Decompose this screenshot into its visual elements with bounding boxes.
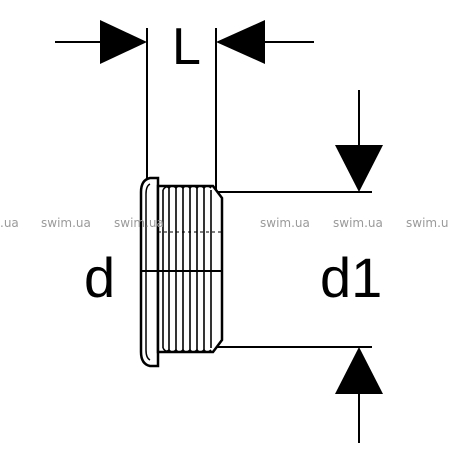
watermark-row: .ua swim.ua swim.ua swim.ua swim.ua swim… (0, 216, 449, 230)
watermark-text: swim.ua (41, 216, 91, 230)
watermark-text: swim.ua (260, 216, 310, 230)
arrow-right-icon (100, 20, 147, 64)
rib-bumps-bottom (162, 347, 212, 353)
fitting-ribs (162, 188, 212, 350)
label-outer-diameter: d (84, 246, 115, 309)
arrow-down-icon (335, 145, 383, 192)
watermark-text: swim.ua (114, 216, 164, 230)
rib-bumps-top (162, 185, 212, 191)
reducer-fitting (139, 176, 224, 368)
watermark-text: swim.u (406, 216, 449, 230)
arrow-up-icon (335, 347, 383, 394)
label-inner-diameter: d1 (320, 246, 382, 309)
watermark-text: swim.ua (333, 216, 383, 230)
arrow-left-icon (216, 20, 265, 64)
label-length: L (172, 18, 201, 76)
watermark-text: .ua (0, 216, 19, 230)
